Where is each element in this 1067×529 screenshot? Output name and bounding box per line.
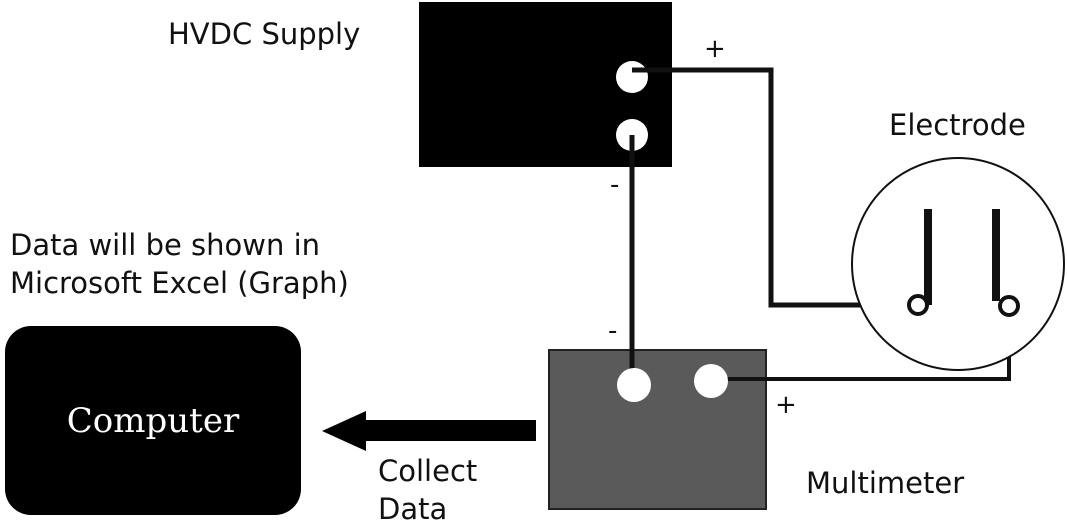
collect-data-label: Collect Data <box>378 454 478 526</box>
electrode-left-node <box>907 294 929 316</box>
meter-positive-terminal <box>694 364 728 398</box>
supply-negative-sign: - <box>610 170 620 200</box>
multimeter-label: Multimeter <box>806 466 965 500</box>
computer-label: Computer <box>66 400 240 441</box>
electrode-label: Electrode <box>889 108 1026 142</box>
multimeter-box <box>548 349 767 510</box>
meter-positive-sign: + <box>775 390 797 420</box>
supply-positive-sign: + <box>704 34 726 64</box>
hvdc-supply-label: HVDC Supply <box>168 17 361 51</box>
collect-data-arrow-shaft <box>365 420 536 441</box>
collect-data-arrow-head <box>322 411 366 451</box>
data-note-label: Data will be shown in Microsoft Excel (G… <box>10 228 349 300</box>
electrode-right-node <box>998 295 1020 317</box>
electrode-outline <box>851 157 1065 371</box>
meter-negative-sign: - <box>608 316 618 346</box>
supply-positive-terminal <box>616 61 648 93</box>
computer-box: Computer <box>5 326 301 515</box>
wire-supply-positive-to-electrode <box>632 67 918 308</box>
meter-negative-terminal <box>617 368 651 402</box>
